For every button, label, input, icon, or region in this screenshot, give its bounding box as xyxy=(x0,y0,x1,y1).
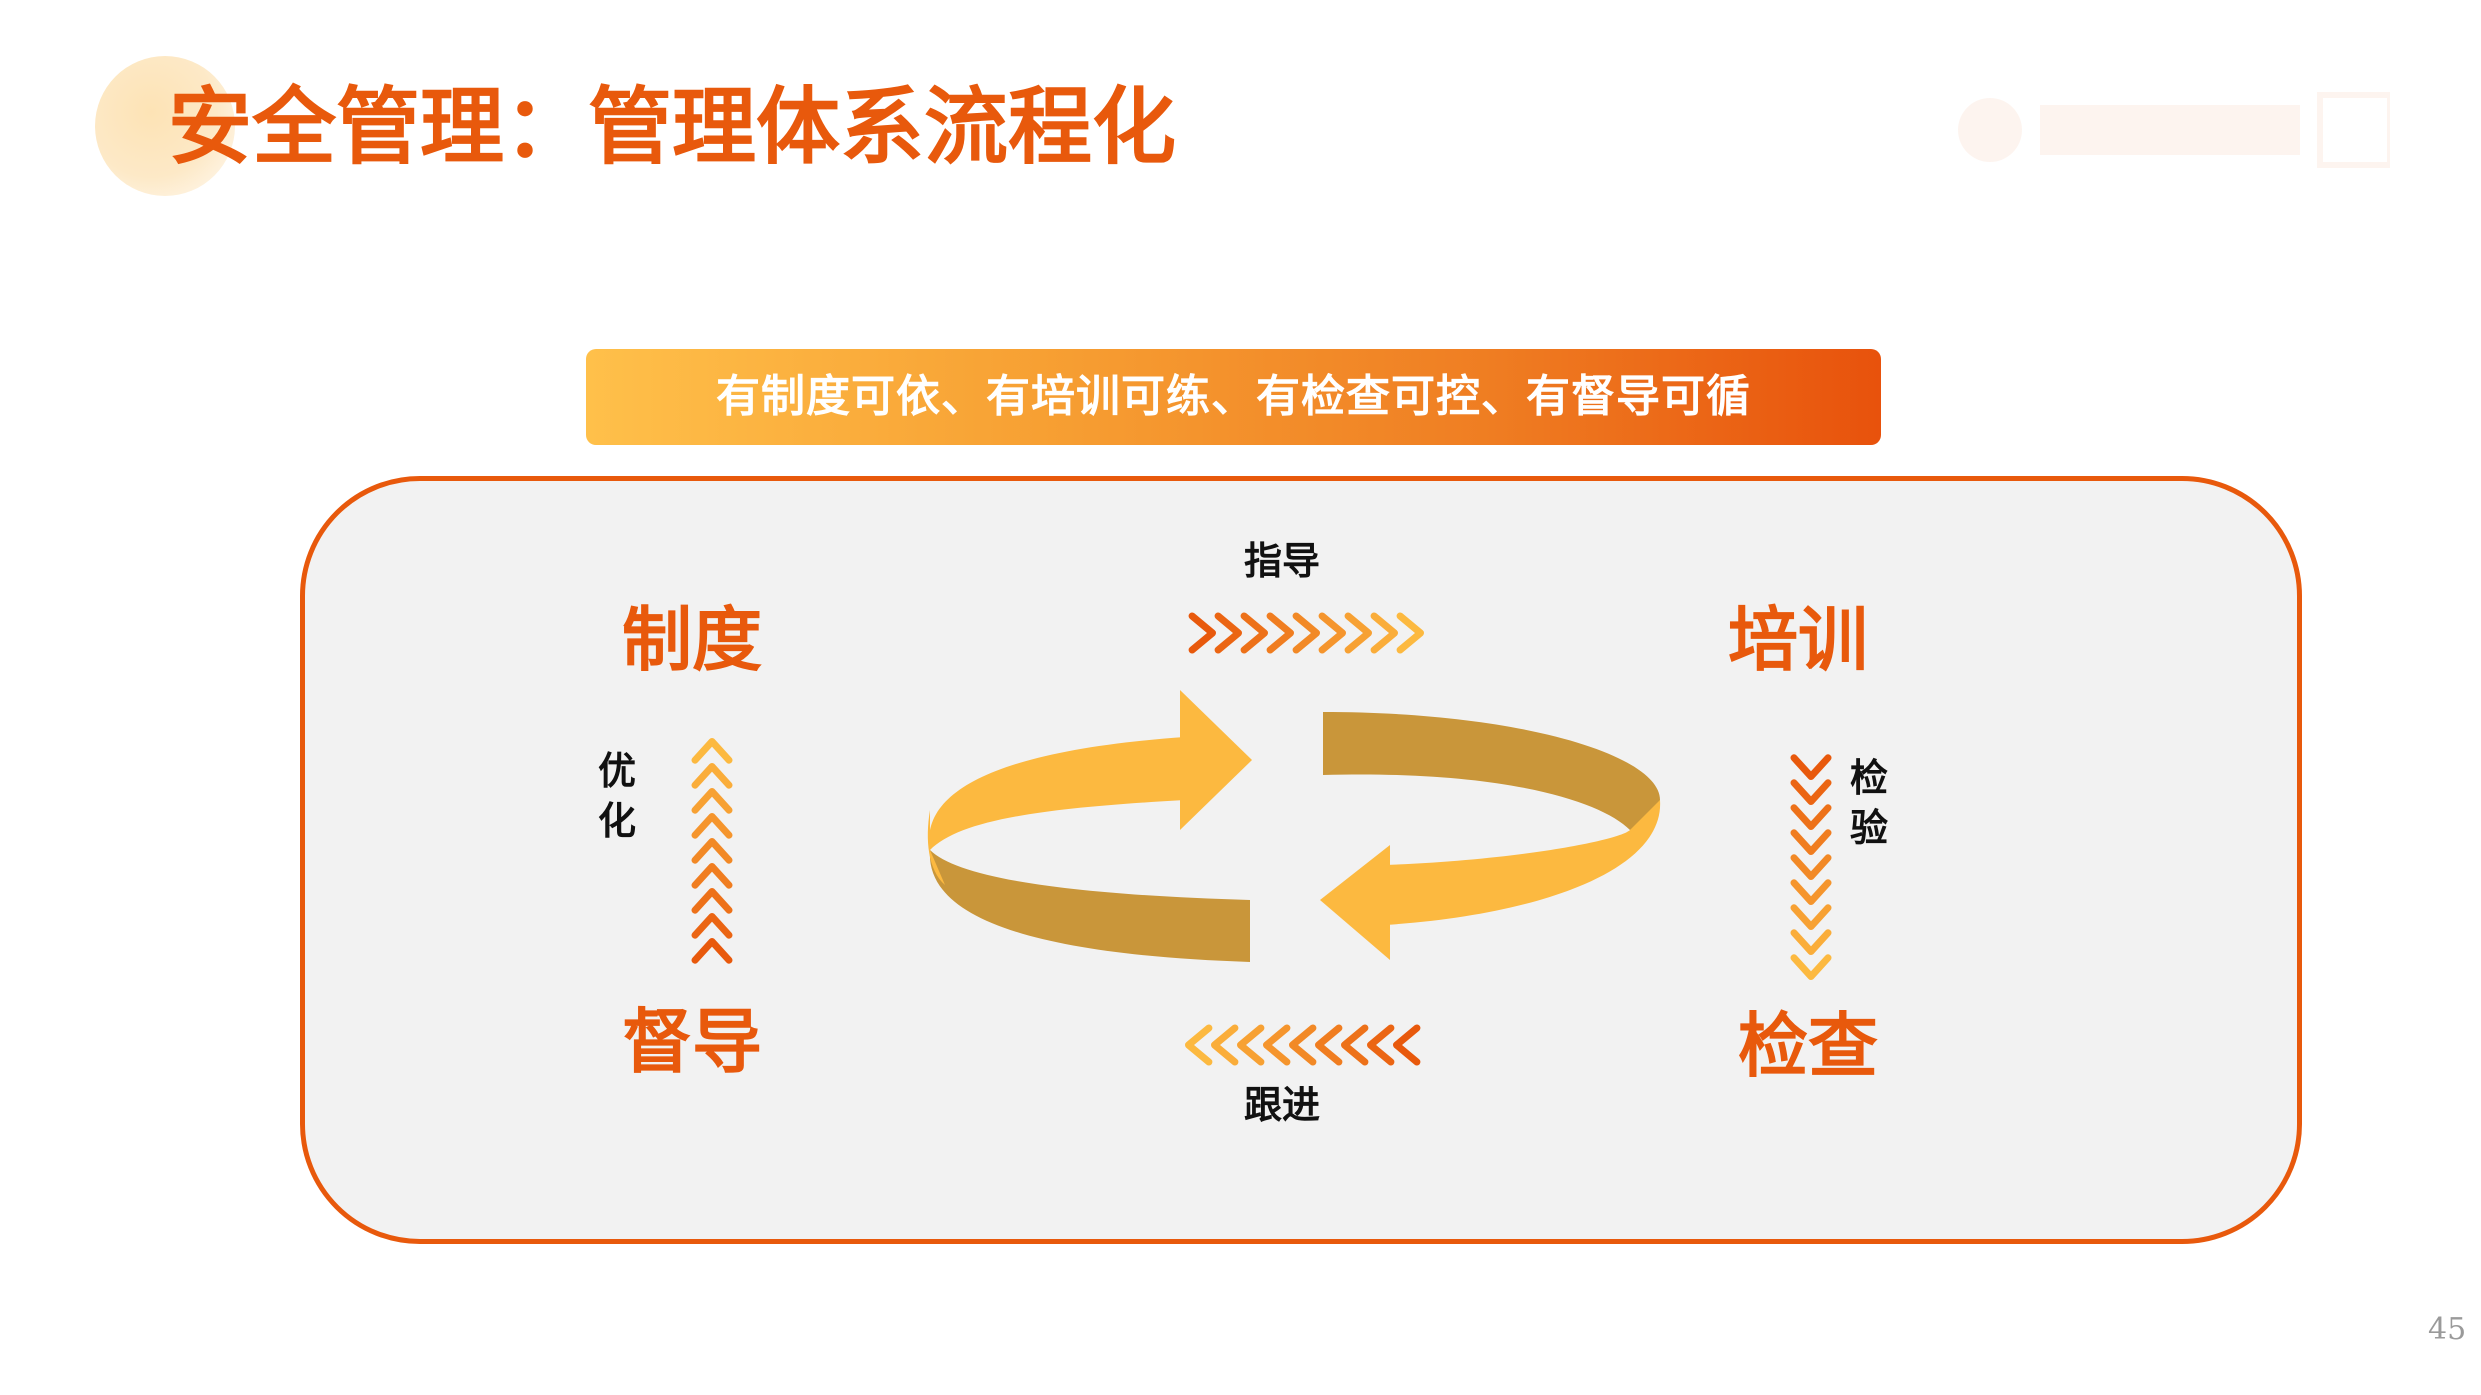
principle-banner: 有制度可依、有培训可练、有检查可控、有督导可循 xyxy=(586,349,1881,445)
node-supervision: 督导 xyxy=(622,1001,762,1083)
cycle-frame xyxy=(300,476,2302,1244)
page-title: 安全管理：管理体系流程化 xyxy=(168,78,1177,176)
node-training: 培训 xyxy=(1728,599,1868,681)
link-optimize-label: 优化 xyxy=(597,749,636,843)
page-number: 45 xyxy=(2428,1312,2467,1347)
link-follow-label: 跟进 xyxy=(1244,1083,1321,1127)
node-inspection: 检查 xyxy=(1738,1005,1878,1087)
link-guide-label: 指导 xyxy=(1244,539,1321,583)
watermark-logo-icon xyxy=(1958,92,2390,168)
title-decoration-circle xyxy=(95,56,235,196)
link-verify-label: 检验 xyxy=(1849,756,1888,850)
node-policy: 制度 xyxy=(622,599,762,681)
